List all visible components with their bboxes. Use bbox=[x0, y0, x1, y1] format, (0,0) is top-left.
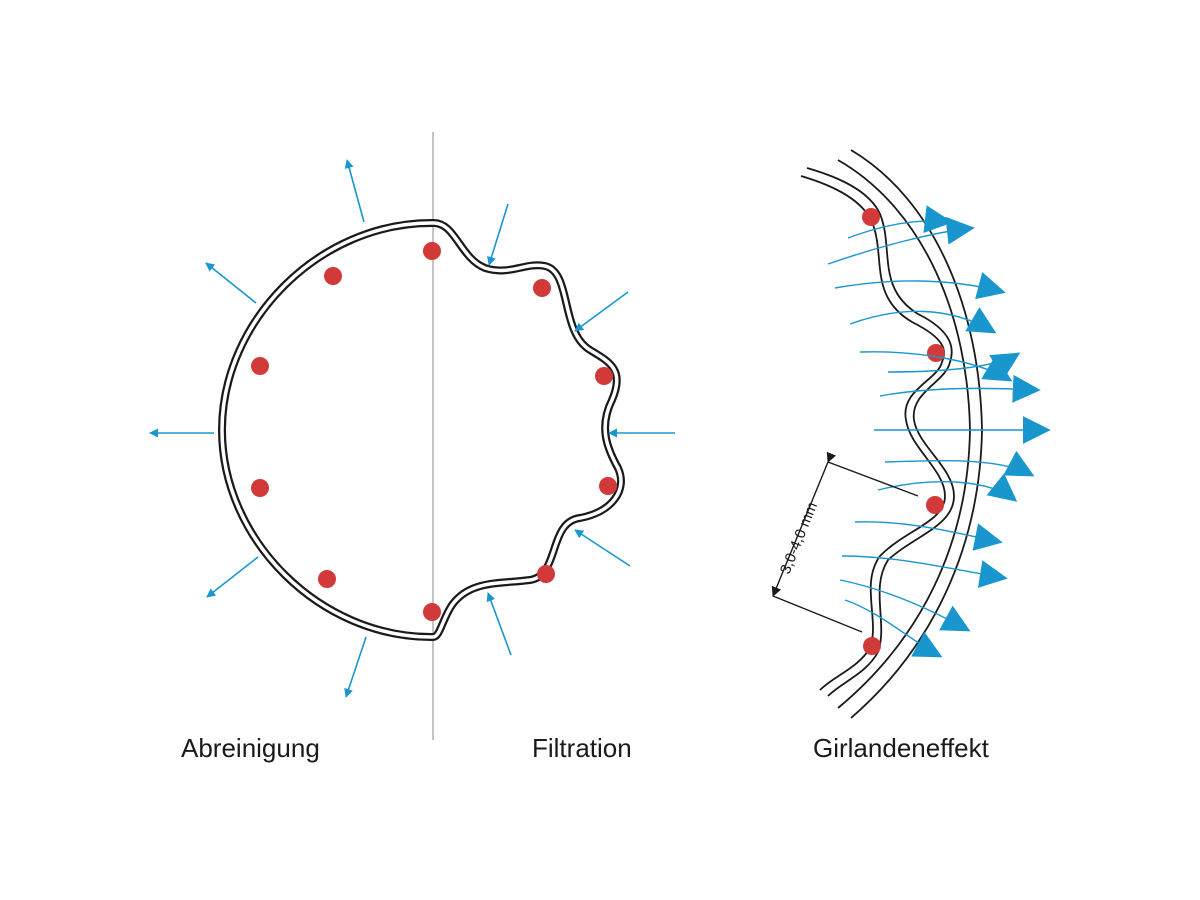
blue-arrow-icon bbox=[574, 291, 629, 332]
red-dot-icon bbox=[537, 565, 555, 583]
blue-arrow-icon bbox=[827, 216, 975, 265]
caption-abreinigung: Abreinigung bbox=[181, 733, 320, 763]
girlande-fabric bbox=[800, 167, 955, 697]
red-dot-icon bbox=[324, 267, 342, 285]
blue-arrow-icon bbox=[206, 556, 259, 598]
red-dot-icon bbox=[862, 208, 880, 226]
red-dot-icon bbox=[595, 367, 613, 385]
blue-arrow-icon bbox=[879, 374, 1041, 403]
blue-arrow-icon bbox=[844, 599, 943, 658]
dimension-label: 3,0-4,0 mm bbox=[777, 500, 821, 577]
red-dot-icon bbox=[927, 344, 945, 362]
filtration-inflow-arrows bbox=[486, 203, 675, 656]
blue-arrow-icon bbox=[486, 592, 512, 656]
blue-arrow-icon bbox=[834, 272, 1006, 300]
red-dot-icon bbox=[423, 603, 441, 621]
filtration-bag-outline bbox=[431, 219, 625, 641]
blue-arrow-icon bbox=[884, 450, 1035, 477]
blue-arrow-icon bbox=[574, 529, 631, 567]
abreinigung-outflow-arrows bbox=[149, 159, 367, 698]
dimension-callout bbox=[771, 451, 919, 633]
blue-arrow-icon bbox=[849, 307, 997, 334]
blue-arrow-icon bbox=[859, 351, 1013, 382]
abreinigung-bag-outline bbox=[217, 218, 434, 642]
blue-arrow-icon bbox=[877, 473, 1018, 502]
caption-girlandeneffekt: Girlandeneffekt bbox=[813, 733, 989, 763]
blue-arrow-icon bbox=[205, 262, 257, 304]
support-cage-dots bbox=[251, 242, 617, 621]
red-dot-icon bbox=[251, 357, 269, 375]
blue-arrow-icon bbox=[854, 521, 1003, 551]
red-dot-icon bbox=[318, 570, 336, 588]
blue-arrow-icon bbox=[344, 159, 365, 223]
blue-arrow-icon bbox=[344, 636, 367, 698]
red-dot-icon bbox=[863, 637, 881, 655]
blue-arrow-icon bbox=[841, 555, 1008, 588]
red-dot-icon bbox=[533, 279, 551, 297]
blue-arrow-icon bbox=[487, 203, 509, 266]
red-dot-icon bbox=[251, 479, 269, 497]
red-dot-icon bbox=[599, 477, 617, 495]
blue-arrow-icon bbox=[847, 205, 953, 239]
blue-arrow-icon bbox=[839, 579, 971, 632]
red-dot-icon bbox=[423, 242, 441, 260]
blue-arrow-icon bbox=[887, 352, 1021, 380]
red-dot-icon bbox=[926, 496, 944, 514]
girlande-flow-lines bbox=[827, 205, 1051, 658]
caption-filtration: Filtration bbox=[532, 733, 632, 763]
